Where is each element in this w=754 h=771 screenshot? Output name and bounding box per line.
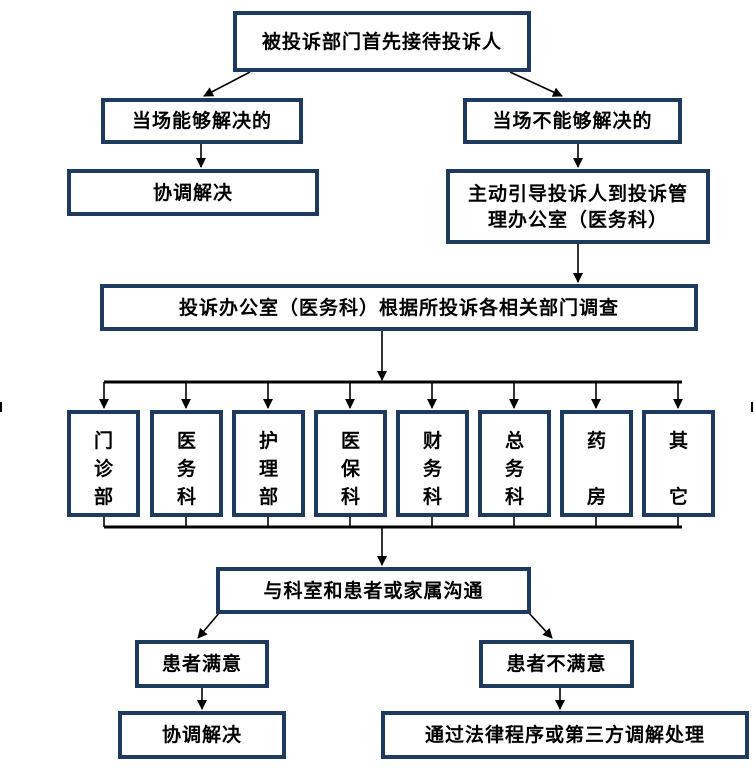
arrow-start-to-cannot	[509, 71, 563, 97]
arrow-start-to-can	[203, 71, 251, 97]
satisfied-label: 患者满意	[161, 653, 242, 675]
investigate-box: 投诉办公室（医务科）根据所投诉各相关部门调查	[100, 284, 698, 331]
dept-char: 务	[504, 458, 524, 480]
not-satisfied-label: 患者不满意	[506, 653, 607, 675]
legal-box: 通过法律程序或第三方调解处理	[381, 711, 749, 759]
dept-char: 诊	[93, 458, 113, 480]
not-satisfied-box: 患者不满意	[479, 640, 634, 688]
dept-outpatient: 门 诊 部	[67, 410, 140, 517]
can-resolve-box: 当场能够解决的	[101, 98, 303, 144]
arrow-to-satisfied	[197, 611, 221, 639]
investigate-label: 投诉办公室（医务科）根据所投诉各相关部门调查	[178, 296, 619, 319]
dept-char: 门	[93, 430, 113, 452]
guide-box: 主动引导投诉人到投诉管 理办公室（医务科）	[446, 169, 710, 244]
dept-general-affairs: 总 务 科	[478, 410, 551, 517]
start-box: 被投诉部门首先接待投诉人	[233, 11, 531, 72]
guide-label-line1: 主动引导投诉人到投诉管	[467, 182, 688, 205]
arrow-to-not-satisfied	[527, 611, 553, 639]
dept-char: 部	[93, 486, 113, 508]
coordinate-label-top: 协调解决	[152, 181, 233, 204]
right-edge-mark	[751, 402, 753, 412]
dept-char: 医	[176, 430, 196, 452]
dept-pharmacy: 药 房	[560, 410, 633, 517]
coordinate-box-top: 协调解决	[67, 169, 319, 216]
dept-char: 务	[422, 458, 442, 480]
left-edge-mark	[0, 402, 2, 412]
satisfied-box: 患者满意	[135, 640, 269, 688]
dept-medical-affairs: 医 务 科	[150, 410, 223, 517]
dept-char: 科	[504, 486, 524, 508]
dept-char: 护	[258, 430, 278, 452]
cannot-resolve-box: 当场不能够解决的	[463, 98, 682, 144]
dept-char: 其	[668, 430, 688, 452]
can-resolve-label: 当场能够解决的	[131, 110, 272, 132]
dept-char: 财	[422, 430, 442, 452]
dept-char: 科	[340, 486, 360, 508]
start-label: 被投诉部门首先接待投诉人	[261, 30, 502, 53]
dept-char: 总	[504, 430, 524, 452]
dept-char: 科	[176, 486, 196, 508]
dept-insurance: 医 保 科	[314, 410, 387, 517]
coordinate-label-bottom: 协调解决	[161, 724, 242, 746]
dept-finance: 财 务 科	[396, 410, 469, 517]
dept-char: 房	[586, 486, 606, 508]
dept-char: 它	[668, 486, 688, 508]
dept-char: 理	[258, 458, 278, 480]
communicate-label: 与科室和患者或家属沟通	[263, 579, 484, 602]
dept-other: 其 它	[642, 410, 715, 517]
dept-char: 保	[340, 458, 360, 480]
dept-nursing: 护 理 部	[232, 410, 305, 517]
cannot-resolve-label: 当场不能够解决的	[492, 110, 653, 132]
communicate-box: 与科室和患者或家属沟通	[216, 567, 531, 614]
dept-char: 医	[340, 430, 360, 452]
dept-char: 务	[176, 458, 196, 480]
guide-label-line2: 理办公室（医务科）	[487, 208, 668, 231]
dept-char: 药	[586, 430, 606, 452]
dept-char: 部	[258, 486, 278, 508]
coordinate-box-bottom: 协调解决	[118, 711, 286, 759]
legal-label: 通过法律程序或第三方调解处理	[424, 724, 705, 746]
dept-char: 科	[422, 486, 442, 508]
